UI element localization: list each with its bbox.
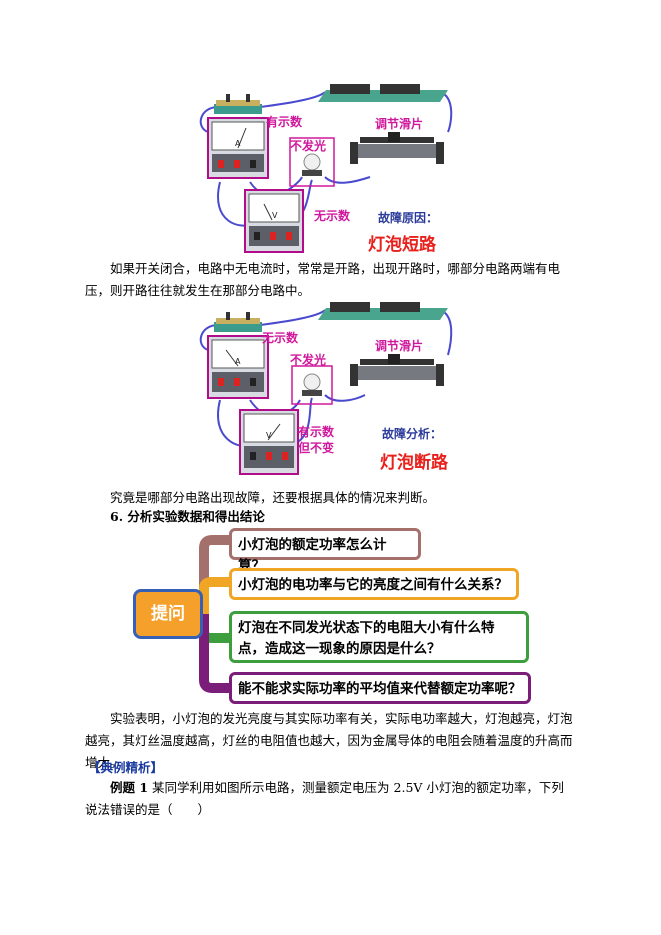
- mindmap-connectors: [199, 535, 230, 693]
- voltmeter-1: V: [244, 189, 304, 253]
- ammeter-1: A: [207, 117, 269, 179]
- svg-text:V: V: [272, 211, 278, 220]
- mindmap-hub: 提问: [133, 589, 203, 639]
- svg-text:A: A: [235, 357, 241, 366]
- lamp-label: 不发光: [290, 352, 326, 367]
- circuit-figure-open: A 无示数 不发光 调节滑片 V 有示数 但不变 故障分析： 灯泡断路: [199, 302, 453, 475]
- voltmeter-label: 无示数: [313, 208, 351, 223]
- battery-1: [318, 84, 448, 102]
- paragraph-conclusion: 实验表明，小灯泡的发光亮度与其实际功率有关，实际电功率越大，灯泡越亮，灯泡越亮，…: [85, 711, 573, 770]
- rheostat-label: 调节滑片: [375, 338, 423, 353]
- lamp-2: [291, 365, 333, 405]
- example-header: 【典例精析】: [88, 760, 164, 775]
- section-heading-6: 6. 分析实验数据和得出结论: [110, 509, 265, 524]
- voltmeter-2: V: [239, 409, 299, 475]
- voltmeter-label-1: 有示数: [298, 424, 335, 439]
- voltmeter-label-2: 但不变: [297, 440, 334, 455]
- fault-result: 灯泡短路: [368, 234, 437, 255]
- ammeter-label: 无示数: [261, 330, 299, 345]
- example-question: 某同学利用如图所示电路，测量额定电压为 2.5V 小灯泡的额定功率，下列说法错误…: [85, 780, 564, 817]
- fault-title: 故障原因：: [378, 210, 438, 225]
- question-rated-power: 小灯泡的额定功率怎么计算？: [229, 528, 421, 574]
- switch-1: [214, 94, 262, 114]
- ammeter-2: A: [207, 335, 269, 399]
- battery-2: [318, 302, 448, 320]
- fault-title: 故障分析：: [382, 426, 442, 441]
- question-average-power: 能不能求实际功率的平均值来代替额定功率呢？: [229, 672, 531, 704]
- circuit-figure-short: A 有示数 不发光 调节滑片 V 无示数 故障原因： 灯泡短路: [199, 84, 453, 255]
- ammeter-label: 有示数: [266, 114, 303, 129]
- fault-result: 灯泡断路: [380, 452, 449, 473]
- question-power-brightness: 小灯泡的电功率与它的亮度之间有什么关系？: [229, 568, 519, 600]
- svg-text:V: V: [266, 431, 272, 440]
- switch-2: [214, 312, 262, 332]
- rheostat-label: 调节滑片: [375, 116, 423, 131]
- example-1: 例题 1 某同学利用如图所示电路，测量额定电压为 2.5V 小灯泡的额定功率，下…: [85, 777, 575, 821]
- paragraph-judge: 究竟是哪部分电路出现故障，还要根据具体的情况来判断。: [110, 490, 436, 505]
- lamp-label: 不发光: [290, 138, 326, 153]
- example-label: 例题 1: [110, 780, 149, 795]
- question-resistance: 灯泡在不同发光状态下的电阻大小有什么特点，造成这一现象的原因是什么？: [229, 611, 529, 663]
- rheostat-1: [350, 132, 444, 164]
- svg-text:A: A: [235, 139, 241, 148]
- lamp-1: [289, 137, 335, 187]
- rheostat-2: [350, 354, 444, 386]
- paragraph-open-circuit: 如果开关闭合，电路中无电流时，常常是开路，出现开路时，哪部分电路两端有电压，则开…: [85, 261, 561, 298]
